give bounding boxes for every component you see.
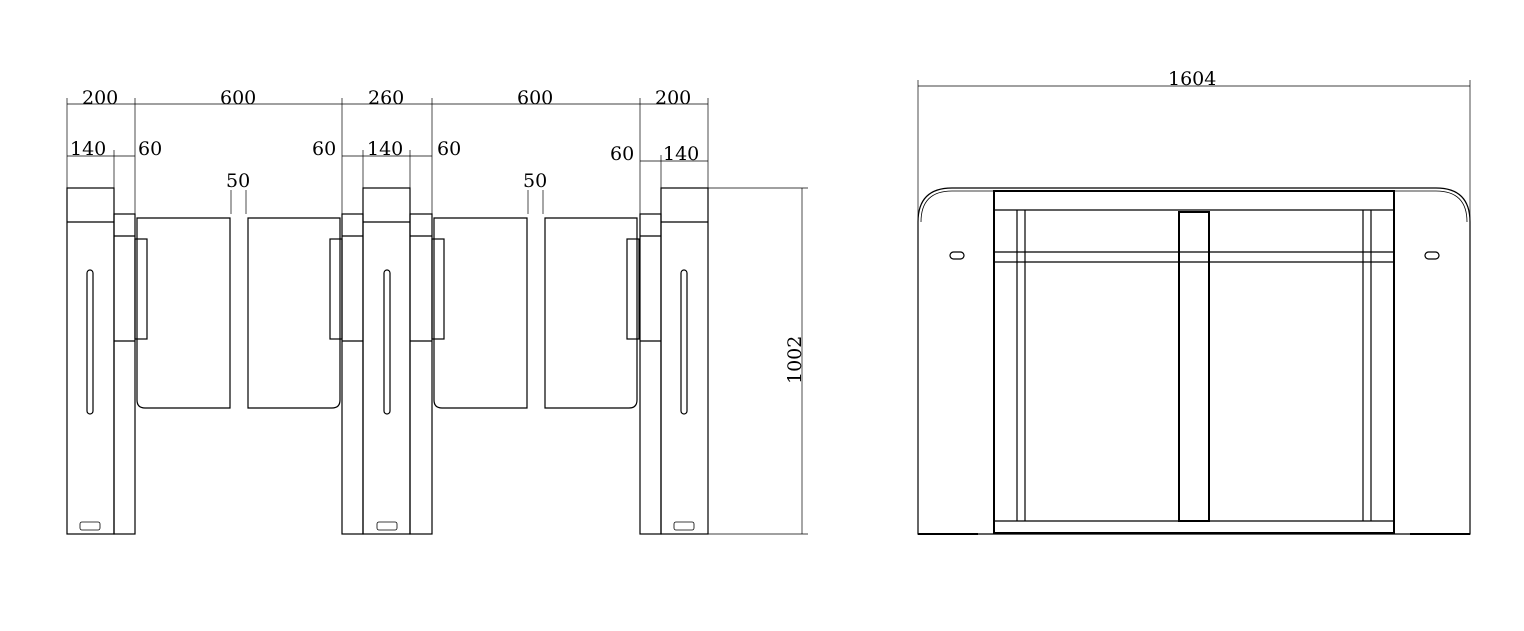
middle-pillar xyxy=(341,187,433,535)
left-sensor-icon xyxy=(949,251,965,260)
dim-mid-60-b: 60 xyxy=(437,138,461,160)
dim-mid-140: 140 xyxy=(367,138,403,160)
dim-height-1002: 1002 xyxy=(784,336,806,384)
left-glass-wings xyxy=(134,217,343,409)
dim-left-140: 140 xyxy=(70,138,106,160)
dim-mid-60-a: 60 xyxy=(312,138,336,160)
height-dimension: 1002 xyxy=(708,187,808,535)
side-view: 1604 xyxy=(917,68,1471,535)
right-glass-wings xyxy=(431,217,640,409)
dim-right-600: 600 xyxy=(517,87,553,109)
right-sensor-icon xyxy=(1424,251,1440,260)
dim-gap-left-50: 50 xyxy=(226,170,250,192)
dim-gap-right-50: 50 xyxy=(523,170,547,192)
center-post xyxy=(1178,211,1210,522)
left-pillar xyxy=(66,187,136,535)
right-pillar xyxy=(639,187,709,535)
dim-width-1604: 1604 xyxy=(1168,68,1216,90)
dim-mid-260: 260 xyxy=(368,87,404,109)
dim-right-60: 60 xyxy=(610,143,634,165)
side-body-outline xyxy=(917,187,1471,535)
dim-right-200: 200 xyxy=(655,87,691,109)
sub-dimension-chain: 140 60 60 140 60 60 140 xyxy=(67,138,708,190)
dim-right-140: 140 xyxy=(663,143,699,165)
dim-left-60: 60 xyxy=(138,138,162,160)
side-inner-frame xyxy=(993,190,1395,534)
dim-left-200: 200 xyxy=(82,87,118,109)
front-view: 200 600 260 600 200 140 60 60 140 60 60 … xyxy=(66,87,808,535)
top-dimension-chain: 200 600 260 600 200 xyxy=(66,87,709,220)
width-dimension: 1604 xyxy=(917,68,1471,222)
dim-left-600: 600 xyxy=(220,87,256,109)
